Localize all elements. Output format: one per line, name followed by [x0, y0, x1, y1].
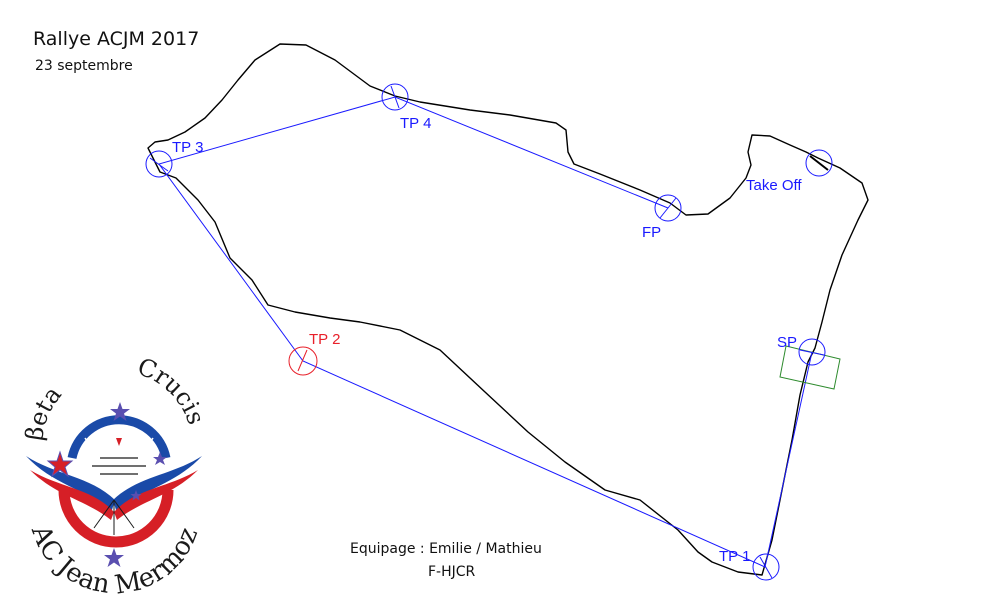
crew-caption: Equipage : Emilie / Mathieu — [350, 541, 542, 557]
logo-text-top: βeta — [20, 381, 67, 442]
waypoint-tp4-label: TP 4 — [400, 115, 431, 132]
waypoint-takeoff-label: Take Off — [746, 177, 802, 194]
logo-star-icon-small — [153, 452, 167, 465]
waypoint-tp3-label: TP 3 — [172, 139, 203, 156]
waypoint-fp-label: FP — [642, 224, 661, 241]
logo-star-icon-red — [46, 450, 74, 478]
waypoint-takeoff-marker[interactable] — [805, 149, 833, 177]
logo-star-icon — [110, 402, 130, 421]
waypoint-tp3-marker[interactable] — [145, 150, 173, 178]
club-logo: βeta Crucis AC Jean Mermoz — [20, 352, 210, 600]
waypoint-tp2-label: TP 2 — [309, 331, 340, 348]
waypoint-tp4-marker[interactable] — [381, 83, 409, 111]
waypoint-tp2-marker[interactable] — [288, 346, 318, 376]
waypoint-tp1-label: TP 1 — [719, 548, 750, 565]
flown-track — [147, 43, 869, 576]
planned-route — [158, 96, 813, 568]
svg-text:Crucis: Crucis — [134, 352, 211, 428]
waypoint-tp1-marker[interactable] — [752, 553, 780, 581]
aircraft-registration: F-HJCR — [428, 564, 476, 580]
waypoint-fp-marker[interactable] — [654, 194, 682, 222]
waypoint-sp-label: SP — [777, 334, 797, 351]
map-date: 23 septembre — [35, 58, 133, 74]
logo-star-icon-small-2 — [130, 490, 142, 501]
logo-star-icon-bottom — [104, 548, 124, 567]
waypoint-sp-marker[interactable] — [798, 338, 826, 366]
logo-text-top-left: βeta — [20, 381, 67, 442]
map-title: Rallye ACJM 2017 — [33, 28, 200, 50]
logo-text-top-right: Crucis — [134, 352, 211, 428]
